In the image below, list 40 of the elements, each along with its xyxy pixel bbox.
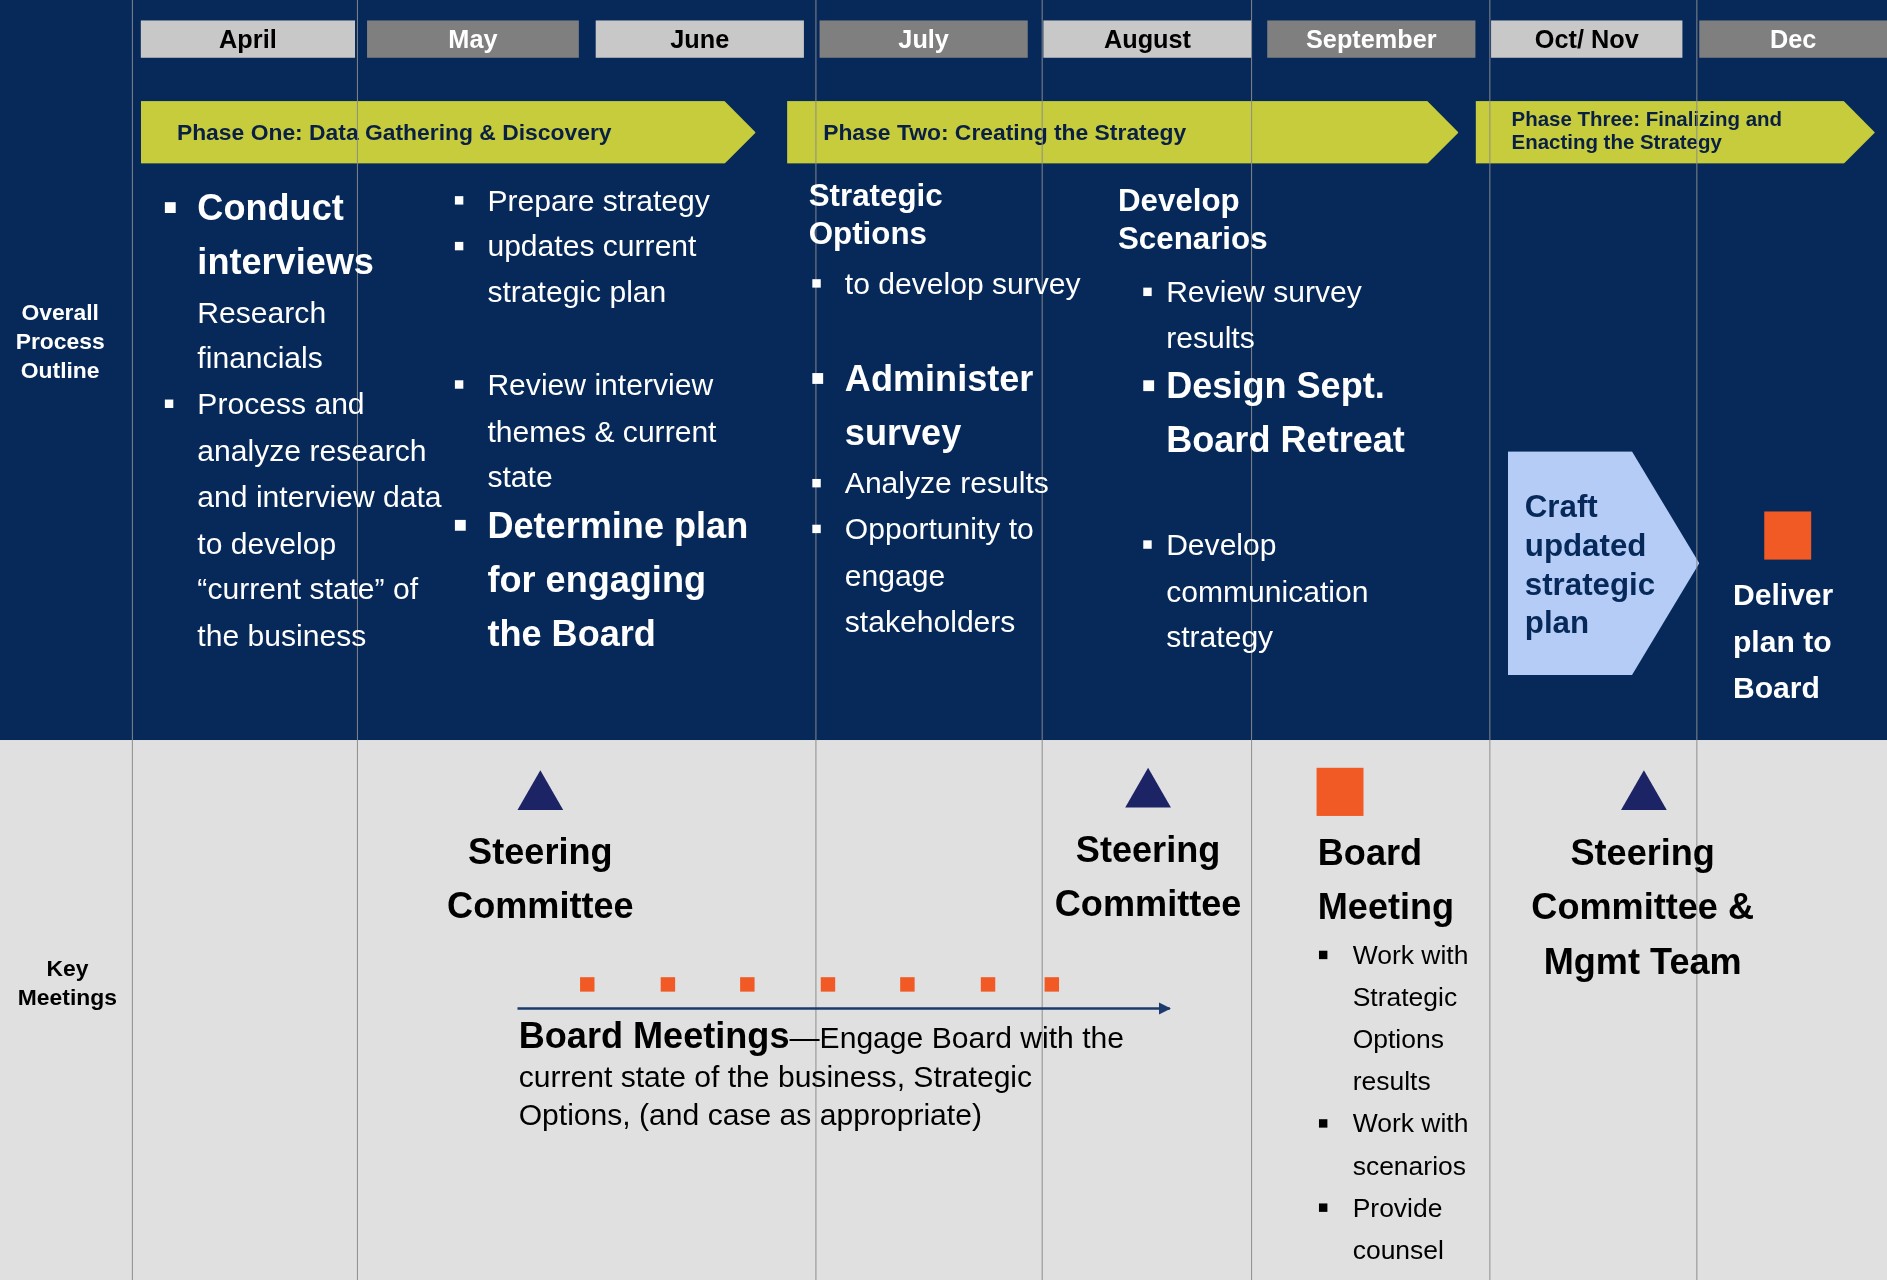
bullet-text: Work with Strategic Options results bbox=[1352, 938, 1470, 1099]
month-header: May bbox=[367, 20, 579, 58]
row-header: Key Meetings bbox=[16, 954, 118, 1012]
timeline-band bbox=[0, 0, 1887, 741]
bullet-text: Prepare strategy bbox=[487, 181, 711, 219]
bullet-text: Provide counsel bbox=[1352, 1191, 1445, 1267]
heading-text: Steering Committee bbox=[446, 830, 635, 928]
bullet-text: Develop communication strategy bbox=[1166, 526, 1370, 656]
month-header: Oct/ Nov bbox=[1491, 20, 1683, 58]
bullet-text: Review interview themes & current state bbox=[487, 366, 718, 496]
bullet-text: Analyze results bbox=[844, 464, 1050, 502]
heading-text: Board Meeting bbox=[1317, 831, 1456, 929]
description-text: Board Meetings—Engage Board with the current state of the business, Strategic Options, (and case as appropriate) bbox=[518, 1016, 1125, 1134]
heading-text: Develop Scenarios bbox=[1118, 180, 1269, 258]
heading-text: Design Sept. Board Retreat bbox=[1166, 364, 1406, 462]
bullet-text: Opportunity to engage stakeholders bbox=[844, 510, 1035, 640]
heading-text: Conduct interviews bbox=[197, 186, 375, 284]
phase-banner: Phase Two: Creating the Strategy bbox=[787, 101, 1459, 164]
phase-banner: Phase One: Data Gathering & Discovery bbox=[140, 101, 756, 164]
row-header: Overall Process Outline bbox=[14, 298, 106, 385]
month-header: June bbox=[595, 20, 804, 58]
heading-text: Steering Committee bbox=[1053, 828, 1243, 926]
bullet-text: to develop survey bbox=[844, 264, 1082, 302]
heading-text: Administer survey bbox=[844, 357, 1035, 455]
heading-text: Strategic Options bbox=[808, 175, 944, 253]
heading-text: Deliver plan to Board bbox=[1732, 576, 1835, 706]
month-header: August bbox=[1043, 20, 1252, 58]
bullet-text: Work with scenarios bbox=[1352, 1107, 1470, 1183]
bullet-text: Research financials bbox=[197, 293, 328, 377]
month-header: September bbox=[1267, 20, 1476, 58]
heading-text: Determine plan for engaging the Board bbox=[487, 504, 750, 656]
month-header: July bbox=[819, 20, 1028, 58]
phase-banner: Phase Three: Finalizing and Enacting the Strategy bbox=[1475, 101, 1875, 164]
bullet-text: Review survey results bbox=[1166, 273, 1363, 356]
bullet-text: Process and analyze research and interview data to develop “current state” of the business bbox=[197, 385, 443, 654]
chevron-box: Craft updated strategic plan bbox=[1507, 451, 1700, 676]
month-header: Dec bbox=[1699, 20, 1887, 58]
bullet-text: updates current strategic plan bbox=[487, 227, 698, 311]
heading-text: Steering Committee & Mgmt Team bbox=[1530, 831, 1756, 984]
month-header: April bbox=[140, 20, 355, 58]
